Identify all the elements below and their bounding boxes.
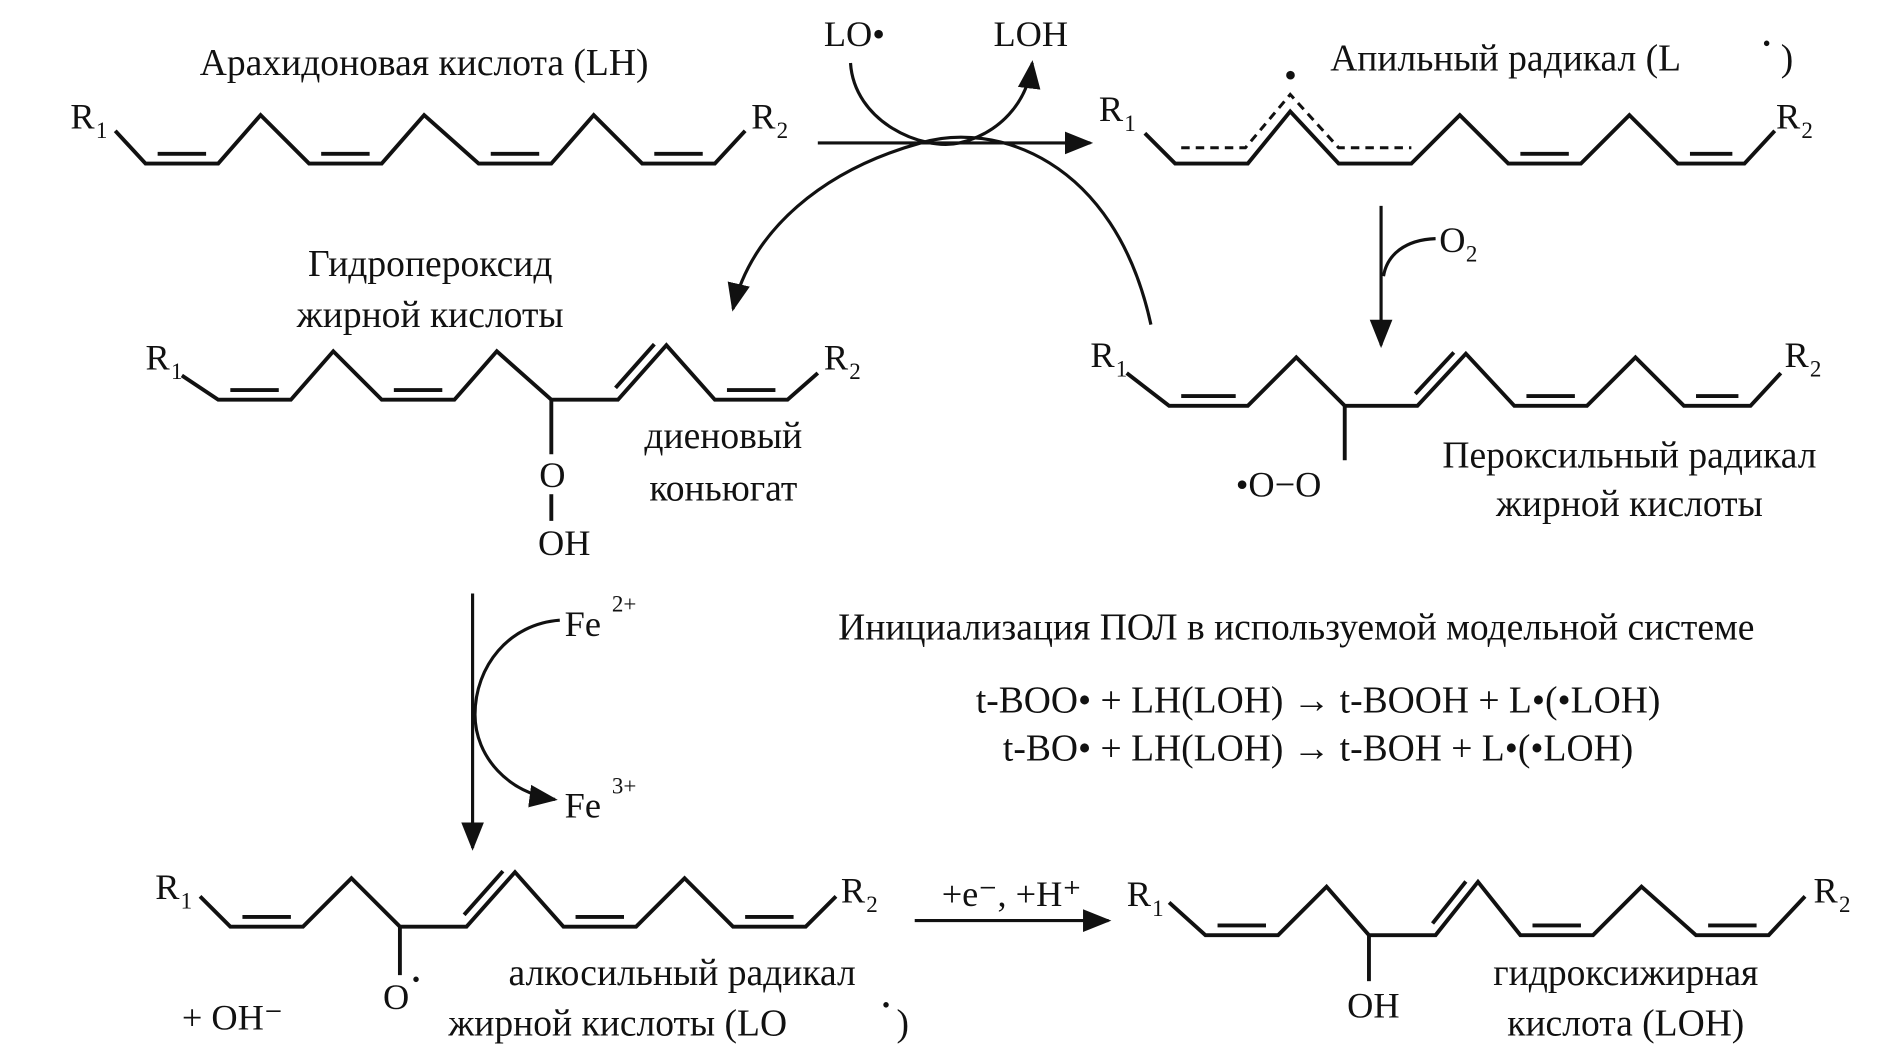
o2-subscript: 2: [1466, 241, 1477, 267]
equation-2: t-BO• + LH(LOH) → t-BOH + L•(•LOH): [1003, 729, 1633, 770]
r2-label: R: [751, 96, 776, 136]
alkoxyl-label-close: ): [897, 1004, 910, 1045]
loh-product: LOH: [993, 14, 1068, 54]
r1-subscript: 1: [1124, 110, 1136, 136]
hydroperoxide-label-line2: жирной кислоты: [296, 295, 564, 336]
hydroxy-acid-label-line2: кислота (LOH): [1507, 1004, 1744, 1045]
double-bond-line: [614, 342, 656, 390]
hydroxide-byproduct: + OH⁻: [182, 998, 283, 1038]
r1-label: R: [1127, 874, 1152, 914]
r2-label: R: [1776, 96, 1801, 136]
arachidonic-acid-label: Арахидоновая кислота (LH): [200, 43, 649, 84]
r2-label: R: [824, 337, 849, 377]
initiation-title: Инициализация ПОЛ в используемой модельн…: [838, 608, 1754, 649]
r2-label: R: [841, 870, 866, 910]
allyl-radical-label: Апильный радикал (L: [1330, 38, 1681, 79]
diene-label-line1: диеновый: [644, 416, 802, 457]
alkoxyl-label-line2: жирной кислоты (LO: [447, 1004, 787, 1045]
peroxyl-group: •O−O: [1236, 465, 1322, 505]
alkoxyl-radical-chain: [198, 869, 838, 929]
r2-subscript: 2: [1801, 117, 1813, 143]
alkoxyl-oxygen: O: [383, 977, 409, 1017]
alkoxyl-radical-dot: •: [412, 966, 420, 992]
r1-subscript: 1: [171, 358, 183, 384]
alkoxyl-label-line1: алкосильный радикал: [509, 953, 856, 994]
peroxyl-radical-chain: [1125, 350, 1783, 408]
fe2-reagent: Fe: [565, 604, 601, 644]
fe3-product: Fe: [565, 786, 601, 826]
r1-subscript: 1: [181, 887, 193, 913]
r1-subscript: 1: [1116, 356, 1128, 382]
allyl-radical-label-close: ): [1781, 38, 1794, 79]
delocalized-bond: [1181, 92, 1412, 150]
r2-subscript: 2: [1810, 356, 1822, 382]
double-bond-line: [462, 869, 505, 917]
peroxyl-label-line1: Пероксильный радикал: [1442, 436, 1816, 477]
alkoxyl-label-dot: •: [882, 992, 890, 1018]
double-bond-line: [1413, 351, 1456, 396]
r1-subscript: 1: [96, 117, 108, 143]
arrow-chain-propagation: [727, 135, 1153, 325]
r1-label: R: [146, 337, 171, 377]
r2-subscript: 2: [1839, 891, 1850, 917]
r2-subscript: 2: [866, 891, 878, 917]
peroxyl-label-line2: жирной кислоты: [1495, 484, 1763, 525]
r2-subscript: 2: [849, 358, 860, 384]
allyl-radical-dot: •: [1763, 30, 1771, 56]
arachidonic-acid-chain: [113, 112, 747, 166]
hydroxy-acid-label-line1: гидроксижирная: [1493, 953, 1758, 994]
hydroxyl-group: OH: [538, 523, 590, 563]
hydroperoxide-label-line1: Гидропероксид: [308, 244, 553, 285]
r1-label: R: [1099, 89, 1124, 129]
r2-subscript: 2: [777, 117, 789, 143]
r2-label: R: [1814, 870, 1839, 910]
arrow-lo-to-loh: [848, 60, 1041, 146]
double-bond-line: [1431, 880, 1468, 925]
allyl-radical-chain: [1143, 108, 1777, 166]
r1-label: R: [1090, 335, 1115, 375]
fe2-superscript: 2+: [612, 591, 636, 617]
fe3-superscript: 3+: [612, 772, 636, 798]
electron-proton-reagent: +e⁻, +H⁺: [942, 874, 1082, 914]
allyl-radical-dot-marker: •: [1284, 55, 1297, 95]
oxygen-atom: O: [539, 455, 565, 495]
r1-label: R: [70, 96, 95, 136]
r2-label: R: [1784, 335, 1809, 375]
o2-reagent: O: [1439, 220, 1465, 260]
r1-subscript: 1: [1152, 895, 1164, 921]
fe-redox-curve: [473, 618, 560, 808]
r1-label: R: [155, 867, 180, 907]
lo-radical-reagent: LO•: [824, 14, 885, 54]
hydroxy-acid-chain: [1167, 878, 1807, 938]
hydroperoxide-chain: [180, 342, 820, 402]
o2-input-curve: [1381, 237, 1436, 277]
diene-label-line2: коньюгат: [649, 468, 797, 509]
equation-1: t-BOO• + LH(LOH) → t-BOOH + L•(•LOH): [976, 680, 1661, 721]
hydroxyl-group: OH: [1347, 986, 1399, 1026]
